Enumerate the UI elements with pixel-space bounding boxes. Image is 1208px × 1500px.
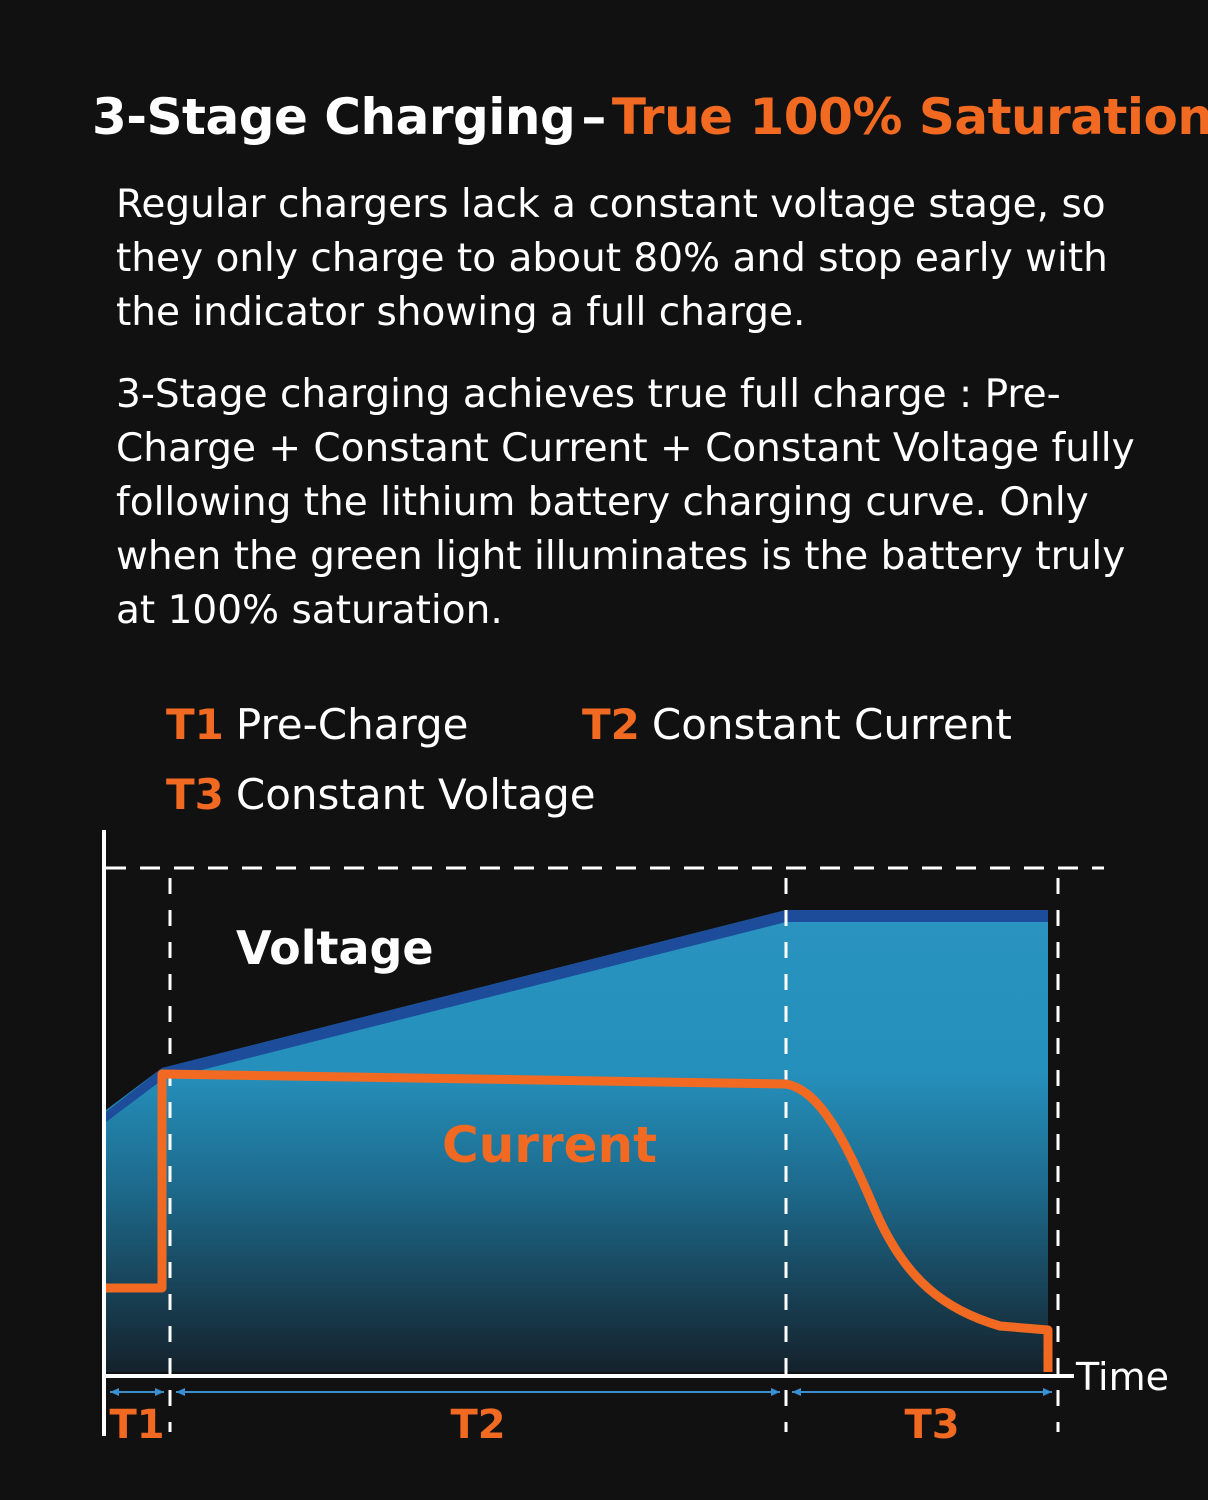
legend-label-t2: Constant Current — [651, 700, 1012, 749]
intro-paragraph: Regular chargers lack a constant voltage… — [116, 182, 1108, 335]
legend-tag-t3: T3 — [166, 770, 224, 819]
current-curve — [106, 1069, 1053, 1372]
time-label: Time — [1075, 1355, 1169, 1399]
title-main: 3-Stage Charging — [92, 88, 576, 146]
legend-label-t1: Pre-Charge — [235, 700, 469, 749]
title-separator: – — [581, 88, 606, 146]
stage-label-t1: T1 — [109, 1402, 164, 1448]
stages-paragraph: 3-Stage charging achieves true full char… — [116, 372, 1135, 633]
legend-label-t3: Constant Voltage — [235, 770, 596, 819]
title-accent: True 100% Saturation — [611, 88, 1208, 146]
current-label: Current — [442, 1116, 657, 1174]
stage-label-t2: T2 — [450, 1402, 505, 1448]
charging-curve-diagram: Voltage Current Time T1 T2 T3 — [102, 830, 1169, 1448]
stage-label-t3: T3 — [904, 1402, 959, 1448]
page-title: 3-Stage Charging–True 100% Saturation — [92, 88, 1208, 146]
legend-tag-t2: T2 — [582, 700, 640, 749]
legend-tag-t1: T1 — [166, 700, 224, 749]
voltage-label: Voltage — [236, 921, 434, 975]
